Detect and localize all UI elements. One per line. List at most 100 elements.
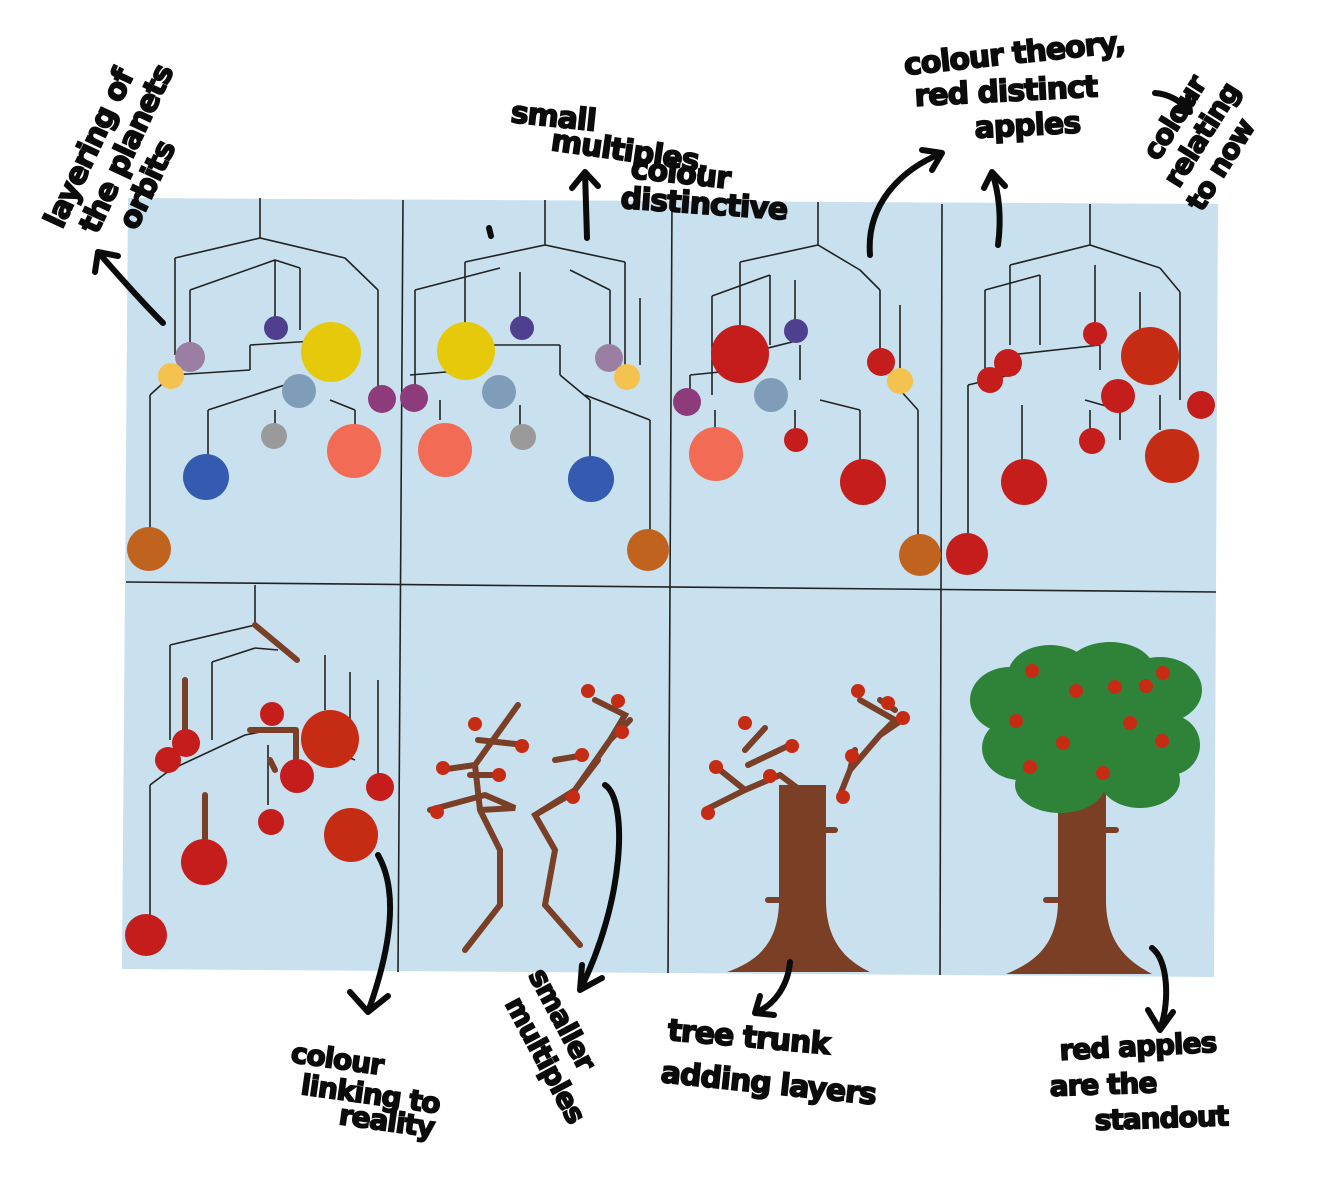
apple bbox=[611, 694, 625, 708]
annotation-small-multiples-line-4: distinctive bbox=[619, 181, 788, 228]
apple bbox=[1025, 664, 1039, 678]
apple bbox=[430, 805, 444, 819]
planet-plum bbox=[400, 384, 428, 412]
apple-small bbox=[867, 348, 895, 376]
apple-small bbox=[784, 428, 808, 452]
apple bbox=[836, 790, 850, 804]
planet-pale-yellow bbox=[614, 364, 640, 390]
planet-salmon bbox=[418, 423, 472, 477]
annotation-small-multiples-line-3: colour bbox=[629, 151, 733, 196]
apple bbox=[763, 769, 777, 783]
apple-large bbox=[1145, 429, 1199, 483]
arrow-colour-theory-left bbox=[866, 147, 945, 258]
planet-plum bbox=[368, 385, 396, 413]
apple bbox=[366, 773, 394, 801]
planet-sun bbox=[437, 322, 495, 380]
planet-indigo bbox=[510, 316, 534, 340]
panel-grid bbox=[125, 199, 1217, 976]
arrow-red-apples bbox=[1145, 945, 1176, 1033]
apple bbox=[701, 806, 715, 820]
apple bbox=[881, 696, 895, 710]
apple bbox=[1108, 680, 1122, 694]
apple bbox=[125, 914, 167, 956]
apple bbox=[492, 768, 506, 782]
annotation-colour-theory-line-3: apples bbox=[974, 105, 1082, 145]
annotation-tree-trunk-line-1: tree trunk bbox=[666, 1013, 833, 1062]
apple bbox=[1056, 736, 1070, 750]
apple bbox=[977, 367, 1003, 393]
apple bbox=[738, 716, 752, 730]
apple bbox=[1001, 459, 1047, 505]
apple bbox=[845, 749, 859, 763]
arrow-colour-theory-right bbox=[981, 169, 1008, 248]
tree-trunk bbox=[1006, 780, 1152, 974]
planet-rust bbox=[127, 527, 171, 571]
planet-pale-yellow bbox=[158, 363, 184, 389]
annotation-colour-relating: colour relating to now bbox=[1135, 68, 1262, 217]
planet-lilac bbox=[175, 342, 205, 372]
apple-medium bbox=[840, 459, 886, 505]
annotation-small-multiples: small multiples, colour distinctive bbox=[508, 94, 789, 228]
apple bbox=[436, 761, 450, 775]
apple bbox=[1101, 379, 1135, 413]
planet-plum bbox=[673, 388, 701, 416]
planet-steel-blue bbox=[482, 375, 516, 409]
apple bbox=[155, 747, 181, 773]
apple bbox=[1009, 714, 1023, 728]
apple-large bbox=[711, 325, 769, 383]
apple bbox=[851, 684, 865, 698]
arrow-tree-trunk bbox=[752, 959, 793, 1018]
frame-6-branches bbox=[427, 684, 633, 953]
planet-rust bbox=[627, 529, 669, 571]
apple-large bbox=[301, 710, 359, 768]
frame-4-red-mobile bbox=[946, 204, 1215, 575]
planet-indigo bbox=[784, 319, 808, 343]
annotation-tree-trunk: tree trunk adding layers bbox=[658, 1012, 878, 1113]
planet-sun bbox=[301, 322, 361, 382]
apple bbox=[1187, 391, 1215, 419]
frame-1-planet-mobile bbox=[127, 198, 396, 571]
arrow-smaller-multiples bbox=[577, 782, 623, 993]
annotation-colour-theory: colour theory, red distinct apples bbox=[901, 24, 1127, 147]
apple bbox=[1083, 322, 1107, 346]
apple bbox=[280, 759, 314, 793]
apple bbox=[994, 349, 1022, 377]
apple bbox=[566, 790, 580, 804]
apple bbox=[709, 760, 723, 774]
planet-steel-blue bbox=[282, 374, 316, 408]
tree-foliage bbox=[970, 642, 1202, 813]
apple bbox=[1069, 684, 1083, 698]
annotation-red-apples-line-3: standout bbox=[1094, 1099, 1229, 1137]
ink-dot bbox=[486, 225, 494, 239]
apple bbox=[1023, 760, 1037, 774]
planet-rust bbox=[899, 534, 941, 576]
arrow-colour-relating bbox=[1152, 90, 1193, 115]
frame-3-apple-mobile bbox=[673, 202, 941, 576]
apple bbox=[575, 748, 589, 762]
apple bbox=[946, 533, 988, 575]
apple bbox=[515, 739, 529, 753]
planet-indigo bbox=[264, 316, 288, 340]
frame-7-tree-trunk bbox=[701, 684, 910, 972]
planet-grey bbox=[261, 423, 287, 449]
apple bbox=[896, 711, 910, 725]
apple bbox=[1155, 734, 1169, 748]
arrow-colour-linking bbox=[347, 852, 393, 1015]
annotation-red-apples-line-1: red apples bbox=[1059, 1026, 1218, 1067]
annotation-colour-linking: colour linking to reality bbox=[288, 1035, 443, 1145]
planet-steel-blue bbox=[754, 378, 788, 412]
planet-royal-blue bbox=[568, 456, 614, 502]
apple bbox=[785, 739, 799, 753]
frame-8-apple-tree bbox=[970, 642, 1202, 974]
apple bbox=[1123, 716, 1137, 730]
planet-salmon bbox=[327, 424, 381, 478]
tree-trunk bbox=[727, 785, 870, 972]
apple bbox=[1096, 766, 1110, 780]
annotation-red-apples: red apples are the standout bbox=[1048, 1025, 1230, 1138]
apple bbox=[1156, 666, 1170, 680]
frame-2-mirrored-mobile bbox=[400, 200, 669, 571]
apple bbox=[260, 702, 284, 726]
planet-grey bbox=[510, 424, 536, 450]
annotation-red-apples-line-2: are the bbox=[1049, 1066, 1157, 1103]
